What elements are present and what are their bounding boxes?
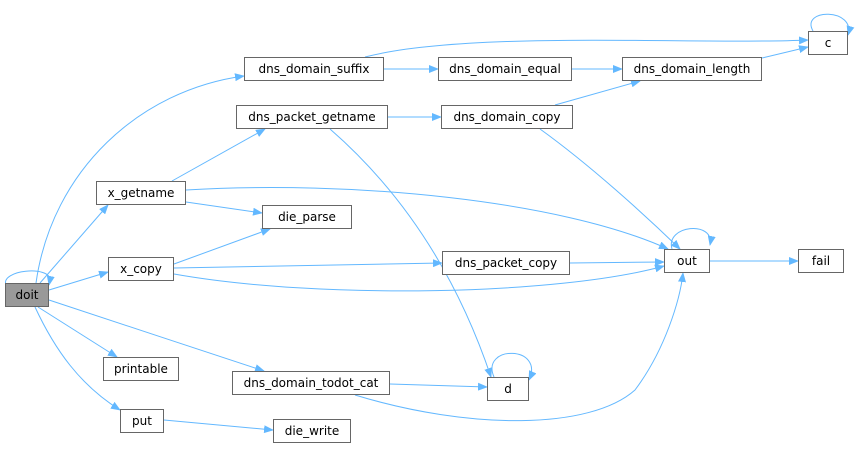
node-c[interactable]: c <box>808 31 848 55</box>
edge-x-getname-to-die-parse <box>185 201 263 216</box>
node-dns-domain-length[interactable]: dns_domain_length <box>622 57 762 81</box>
node-dns-domain-equal[interactable]: dns_domain_equal <box>438 57 572 81</box>
edge-doit-to-x-copy <box>48 270 109 291</box>
edge-dns-domain-length-to-c <box>761 45 809 59</box>
node-die-write[interactable]: die_write <box>273 419 351 443</box>
edge-doit-to-put <box>34 306 121 411</box>
node-label: doit <box>15 288 39 302</box>
node-label: dns_domain_copy <box>453 110 561 124</box>
node-label: dns_domain_suffix <box>258 62 370 76</box>
node-dns-packet-copy[interactable]: dns_packet_copy <box>442 251 570 275</box>
node-fail[interactable]: fail <box>798 249 844 273</box>
node-label: dns_domain_todot_cat <box>243 376 379 390</box>
node-dns-domain-copy[interactable]: dns_domain_copy <box>441 105 573 129</box>
node-label: dns_packet_copy <box>454 256 558 270</box>
node-doit[interactable]: doit <box>5 283 49 307</box>
edge-doit-to-dns-domain-todot-cat <box>48 299 265 372</box>
node-label: x_getname <box>107 186 175 200</box>
edge-x-getname-to-out <box>185 186 669 250</box>
node-put[interactable]: put <box>120 409 164 433</box>
edge-out-to-out <box>670 227 716 250</box>
edge-dns-domain-copy-to-dns-domain-length <box>554 79 641 106</box>
node-label: dns_domain_length <box>633 62 751 76</box>
node-label: fail <box>811 254 831 268</box>
edge-doit-to-doit <box>5 270 55 286</box>
edge-x-getname-to-dns-packet-getname <box>171 128 266 182</box>
edge-doit-to-x-getname <box>39 204 109 284</box>
node-x-copy[interactable]: x_copy <box>108 257 174 281</box>
edge-dns-packet-copy-to-out <box>569 258 665 267</box>
edge-c-to-c <box>810 13 855 36</box>
edge-dns-domain-todot-cat-to-out <box>354 272 686 422</box>
edge-doit-to-dns-domain-suffix <box>35 73 245 284</box>
edge-d-to-d <box>491 352 537 381</box>
node-label: printable <box>114 362 168 376</box>
edge-dns-packet-getname-to-d <box>329 128 492 378</box>
node-dns-packet-getname[interactable]: dns_packet_getname <box>236 105 388 129</box>
node-label: x_copy <box>120 262 162 276</box>
node-label: dns_domain_equal <box>449 62 561 76</box>
edge-dns-domain-todot-cat-to-d <box>389 382 488 391</box>
node-label: dns_packet_getname <box>248 110 376 124</box>
node-d[interactable]: d <box>487 377 529 401</box>
node-label: c <box>824 36 832 50</box>
edge-dns-domain-suffix-to-c <box>364 36 809 58</box>
node-label: out <box>677 254 697 268</box>
edge-x-copy-to-out <box>173 264 665 292</box>
edge-x-copy-to-die-parse <box>173 228 271 265</box>
edge-x-copy-to-dns-packet-copy <box>173 259 443 269</box>
node-label: d <box>504 382 512 396</box>
node-dns-domain-suffix[interactable]: dns_domain_suffix <box>244 57 384 81</box>
node-label: die_write <box>284 424 340 438</box>
edge-dns-domain-copy-to-out <box>539 128 681 250</box>
edge-doit-to-printable <box>37 306 118 358</box>
node-die-parse[interactable]: die_parse <box>262 205 352 229</box>
node-label: die_parse <box>278 210 336 224</box>
node-x-getname[interactable]: x_getname <box>96 181 186 205</box>
edge-put-to-die-write <box>163 419 274 434</box>
node-label: put <box>132 414 152 428</box>
node-printable[interactable]: printable <box>103 357 179 381</box>
node-out[interactable]: out <box>664 249 710 273</box>
node-dns-domain-todot-cat[interactable]: dns_domain_todot_cat <box>232 371 390 395</box>
